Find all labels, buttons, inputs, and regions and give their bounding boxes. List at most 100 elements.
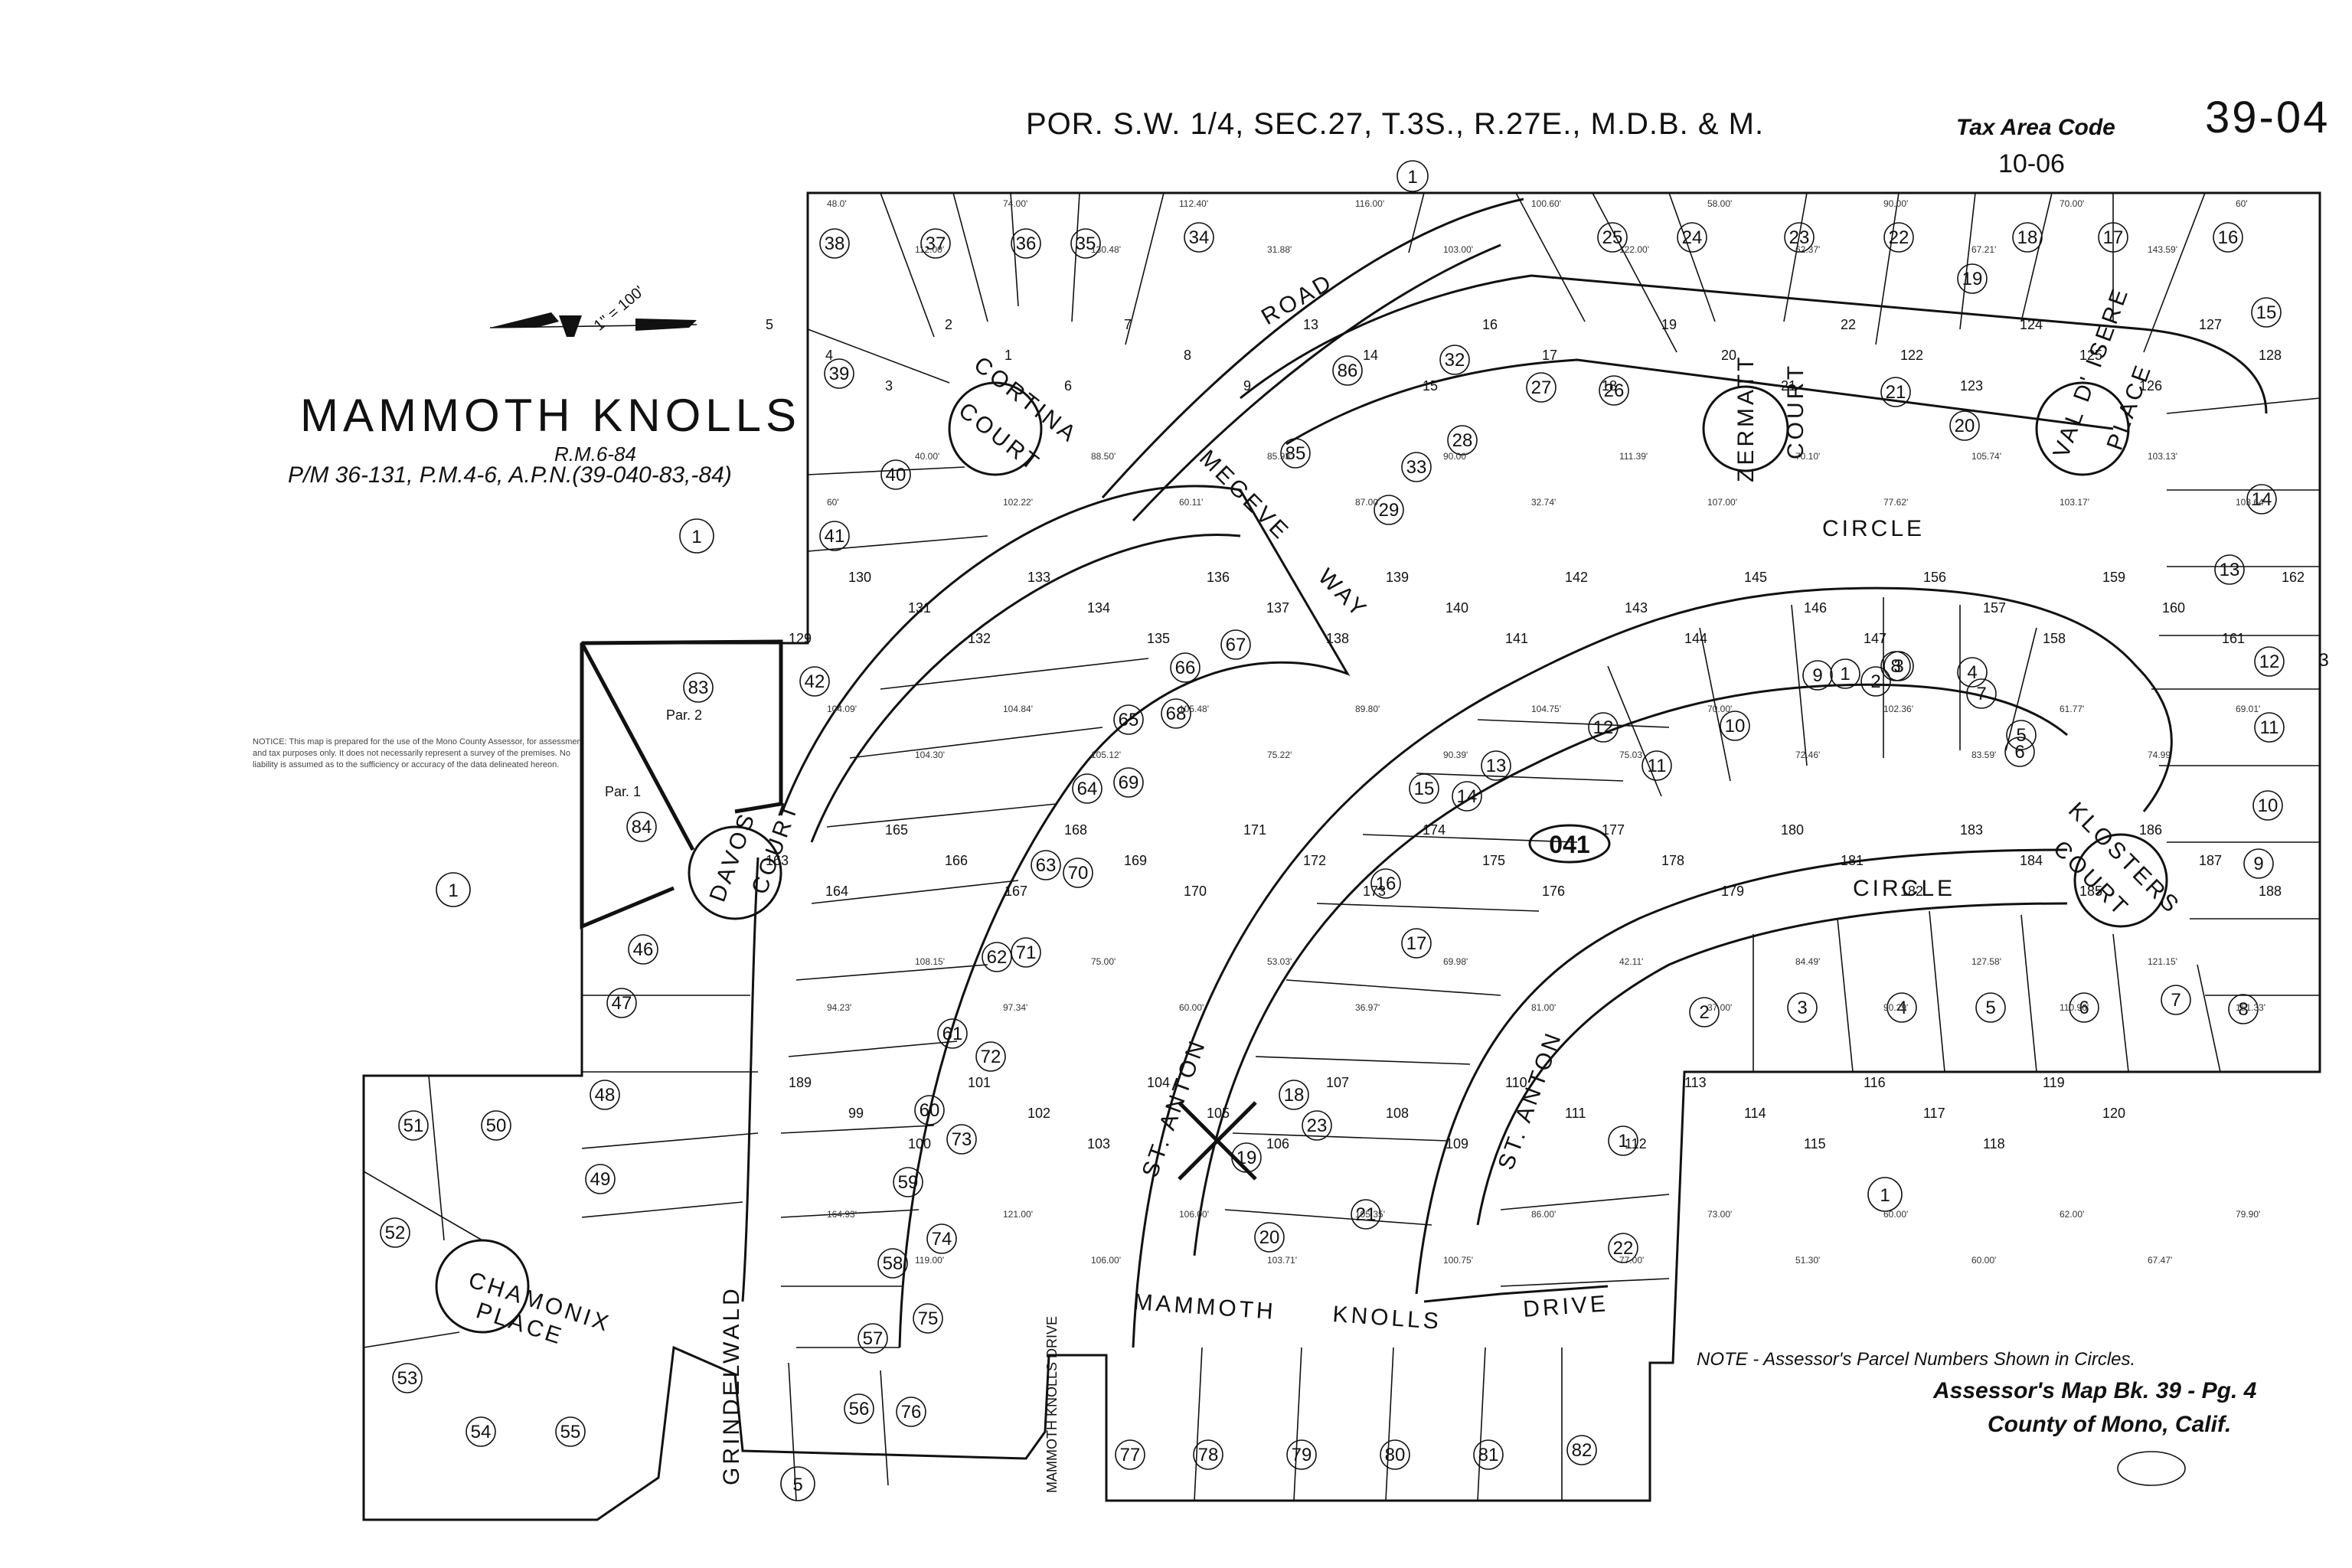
apn-circle xyxy=(585,1164,616,1194)
apn-number: 5 xyxy=(1985,998,1995,1018)
tax-area-code-label: Tax Area Code xyxy=(1956,115,2115,140)
assessor-book-page: Assessor's Map Bk. 39 - Pg. 4 xyxy=(1933,1378,2257,1403)
apn-circle xyxy=(1161,698,1191,729)
lot-number: 99 xyxy=(848,1106,864,1121)
lot-number: 111 xyxy=(1565,1106,1586,1121)
apn-circle xyxy=(880,459,911,490)
dimension-label: 86.00' xyxy=(1531,1209,1556,1220)
apn-circle xyxy=(975,1041,1006,1072)
lot-number: 174 xyxy=(1423,822,1446,838)
dimension-label: 53.03' xyxy=(1267,956,1292,967)
apn-circle xyxy=(1787,992,1818,1023)
parcel-par2-label: Par. 2 xyxy=(666,707,702,723)
apn-circle xyxy=(1966,678,1997,709)
apn-circle xyxy=(1286,1439,1317,1470)
lot-number: 122 xyxy=(1900,348,1923,363)
lot-number: 104 xyxy=(1147,1075,1170,1090)
dimension-label: 32.74' xyxy=(1531,497,1556,508)
apn-number: 20 xyxy=(1259,1227,1280,1248)
ref-parcel: 3 xyxy=(2318,650,2328,671)
dimension-label: 75.00' xyxy=(1091,956,1116,967)
apn-circle xyxy=(819,228,850,259)
dimension-label: 51.30' xyxy=(1795,1255,1820,1266)
lot-number: 13 xyxy=(1303,317,1318,332)
lot-number: 180 xyxy=(1781,822,1804,838)
apn-number: 68 xyxy=(1166,704,1187,724)
dimension-label: 103.17' xyxy=(2060,497,2089,508)
apn-circle xyxy=(1957,263,1988,294)
street-val-disere-place: PLACE xyxy=(2102,360,2158,454)
lot-number: 112 xyxy=(1625,1136,1647,1152)
lot-number: 133 xyxy=(1027,570,1050,585)
apn-number: 56 xyxy=(849,1399,870,1419)
apn-circle xyxy=(2004,737,2035,767)
dimension-label: 106.00' xyxy=(1179,1209,1209,1220)
apn-number: 8 xyxy=(2238,999,2248,1020)
apn-circle xyxy=(2213,222,2243,253)
apn-number: 28 xyxy=(1452,430,1473,451)
apn-number: 14 xyxy=(2252,489,2272,510)
lot-number: 182 xyxy=(1900,884,1923,899)
apn-circle xyxy=(1588,712,1619,743)
apn-circle xyxy=(1886,992,1917,1023)
dimension-label: 60.11' xyxy=(1179,497,1203,508)
street-zermatt: ZERMATT xyxy=(1733,354,1759,482)
lot-number: 2 xyxy=(945,317,952,332)
dimension-label: 110.96' xyxy=(2060,1002,2089,1013)
apn-circle xyxy=(1231,1142,1262,1173)
apn-circle xyxy=(398,1110,429,1141)
lot-number: 166 xyxy=(945,853,968,868)
apn-number: 81 xyxy=(1478,1445,1499,1465)
apn-number: 66 xyxy=(1175,658,1196,678)
apn-circle xyxy=(1063,858,1093,888)
dimension-label: 94.23' xyxy=(827,1002,851,1013)
apn-number: 77 xyxy=(1120,1445,1141,1465)
apn-number: 69 xyxy=(1119,773,1139,793)
apn-circle xyxy=(1830,658,1860,689)
apn-number: 16 xyxy=(1376,874,1396,894)
lot-number: 114 xyxy=(1744,1106,1766,1121)
apn-circle xyxy=(1170,652,1200,683)
apn-number: 10 xyxy=(1725,716,1746,737)
dimension-label: 119.00' xyxy=(915,1255,944,1266)
disclaimer-notice: NOTICE: This map is prepared for the use… xyxy=(253,737,584,769)
apn-number: 53 xyxy=(397,1368,418,1389)
apn-number: 72 xyxy=(981,1047,1001,1067)
street-knolls: KNOLLS xyxy=(1332,1302,1442,1334)
apn-number: 83 xyxy=(688,678,709,698)
lot-number: 107 xyxy=(1326,1075,1349,1090)
apn-number: 58 xyxy=(883,1253,903,1274)
apn-number: 67 xyxy=(1226,635,1246,655)
street-mammoth-knolls-drive-small: MAMMOTH KNOLLS DRIVE xyxy=(1044,1316,1060,1493)
apn-number: 22 xyxy=(1889,227,1909,248)
apn-number: 82 xyxy=(1572,1440,1592,1461)
apn-circle xyxy=(1802,660,1833,691)
subdivision-boundary xyxy=(362,191,2321,1521)
lot-number: 17 xyxy=(1542,348,1557,363)
apn-number: 85 xyxy=(1285,443,1306,464)
apn-circle xyxy=(1279,1080,1309,1110)
lot-number: 100 xyxy=(908,1136,931,1152)
cul-de-sac-cortina xyxy=(948,381,1043,476)
lot-number: 142 xyxy=(1565,570,1588,585)
dimension-label: 90.39' xyxy=(1443,750,1468,760)
lot-number: 136 xyxy=(1207,570,1230,585)
apn-number: 79 xyxy=(1292,1445,1312,1465)
dimension-label: 121.15' xyxy=(2148,956,2177,967)
apn-number: 48 xyxy=(595,1085,616,1106)
apn-number: 64 xyxy=(1077,779,1098,799)
lot-number: 186 xyxy=(2139,822,2162,838)
apn-circle xyxy=(1975,992,2006,1023)
lot-number: 143 xyxy=(1625,600,1648,616)
apn-number: 21 xyxy=(1356,1204,1377,1225)
apn-circle xyxy=(590,1080,620,1110)
dimension-label: 102.36' xyxy=(1883,704,1913,714)
dimension-label: 60' xyxy=(2236,198,2248,209)
dimension-label: 37.00' xyxy=(1707,1002,1732,1013)
dimension-label: 104.84' xyxy=(1003,704,1033,714)
apn-circle xyxy=(1608,1125,1638,1156)
apn-circle xyxy=(1184,222,1214,253)
dimension-label: 83.59' xyxy=(1971,750,1996,760)
apn-circle xyxy=(2214,554,2245,585)
apn-number: 23 xyxy=(1307,1116,1328,1136)
